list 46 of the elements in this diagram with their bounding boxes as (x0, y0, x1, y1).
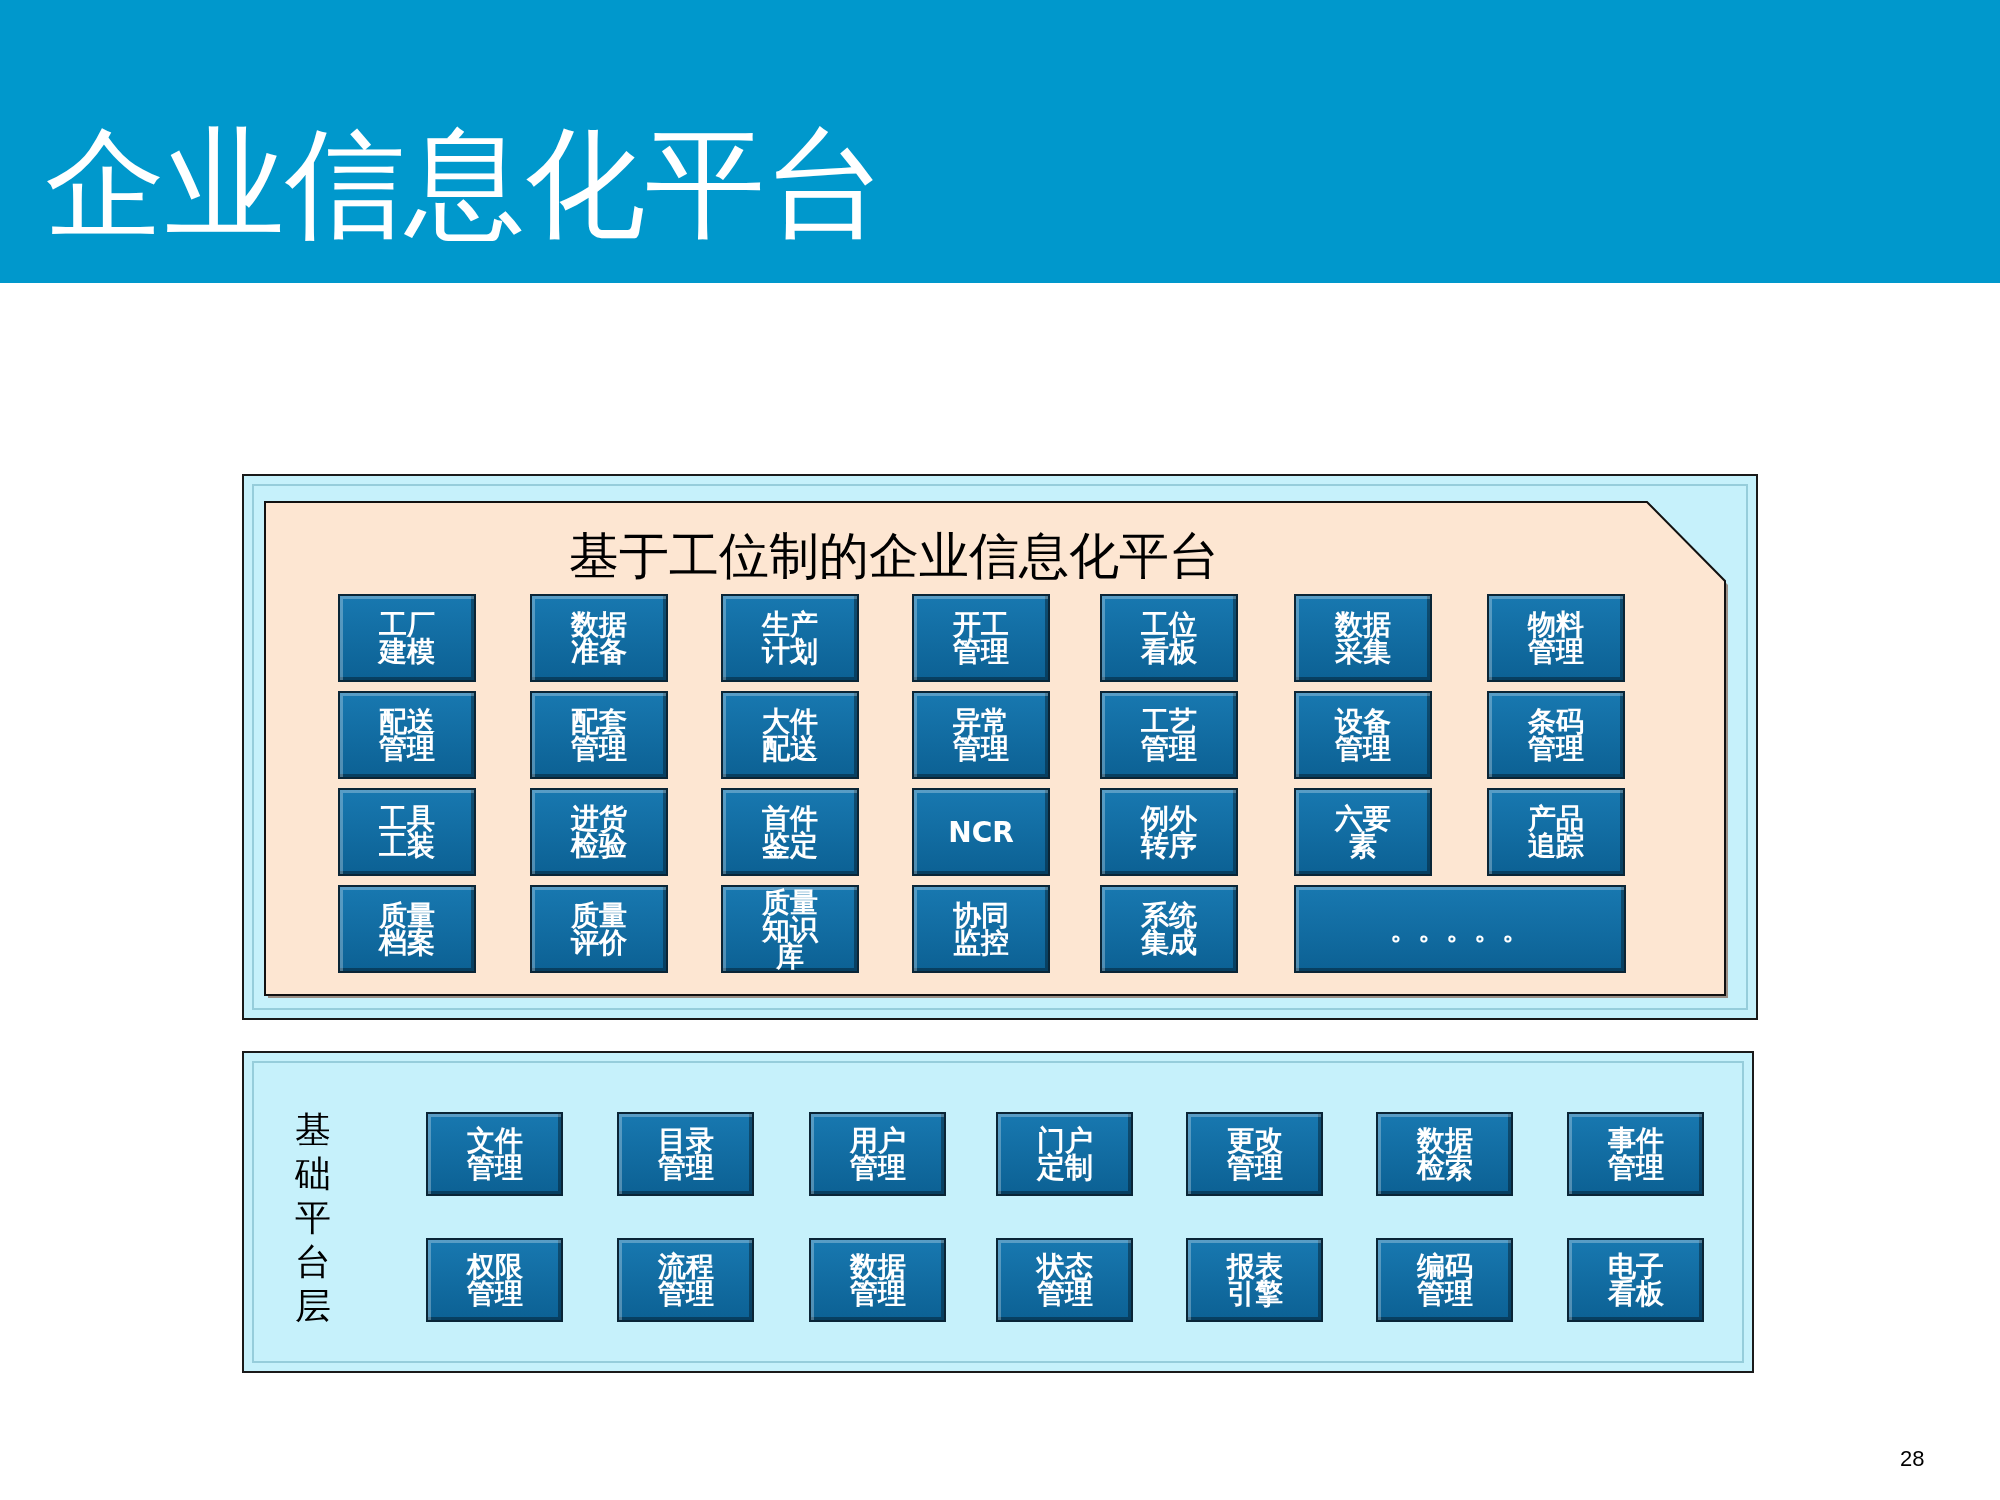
module-tile: NCR (912, 788, 1050, 876)
module-tile: 系统集成 (1100, 885, 1238, 973)
module-tile: 更改管理 (1186, 1112, 1323, 1196)
module-tile: 异常管理 (912, 691, 1050, 779)
module-tile: 质量评价 (530, 885, 668, 973)
module-tile: 物料管理 (1487, 594, 1625, 682)
module-tile: 目录管理 (617, 1112, 754, 1196)
module-tile: 产品追踪 (1487, 788, 1625, 876)
module-tile: 六要素 (1294, 788, 1432, 876)
layer-title: 基础平台层 (295, 1108, 331, 1328)
module-tile: 质量知识库 (721, 885, 859, 973)
platform-layer-panel (242, 1051, 1754, 1373)
module-tile: 权限管理 (426, 1238, 563, 1322)
slide-title: 企业信息化平台 (45, 124, 885, 244)
module-tile: 数据准备 (530, 594, 668, 682)
module-tile: 流程管理 (617, 1238, 754, 1322)
module-tile: 开工管理 (912, 594, 1050, 682)
module-tile: 工位看板 (1100, 594, 1238, 682)
module-tile: 门户定制 (996, 1112, 1133, 1196)
module-tile: 文件管理 (426, 1112, 563, 1196)
module-tile: 质量档案 (338, 885, 476, 973)
module-tile: 配送管理 (338, 691, 476, 779)
module-tile: 条码管理 (1487, 691, 1625, 779)
module-tile: 电子看板 (1567, 1238, 1704, 1322)
module-tile: 生产计划 (721, 594, 859, 682)
module-tile: 设备管理 (1294, 691, 1432, 779)
module-tile: 进货检验 (530, 788, 668, 876)
panel-title: 基于工位制的企业信息化平台 (569, 531, 1219, 581)
module-tile: 首件鉴定 (721, 788, 859, 876)
module-tile: 工具工装 (338, 788, 476, 876)
module-tile: 工厂建模 (338, 594, 476, 682)
module-tile: 。。。。。 (1294, 885, 1626, 973)
module-tile: 配套管理 (530, 691, 668, 779)
module-tile: 数据检索 (1376, 1112, 1513, 1196)
page-number: 28 (1900, 1448, 1925, 1470)
module-tile: 用户管理 (809, 1112, 946, 1196)
module-tile: 数据管理 (809, 1238, 946, 1322)
module-tile: 数据采集 (1294, 594, 1432, 682)
module-tile: 协同监控 (912, 885, 1050, 973)
module-tile: 例外转序 (1100, 788, 1238, 876)
module-tile: 事件管理 (1567, 1112, 1704, 1196)
module-tile: 大件配送 (721, 691, 859, 779)
module-tile: 工艺管理 (1100, 691, 1238, 779)
module-tile: 报表引擎 (1186, 1238, 1323, 1322)
module-tile: 编码管理 (1376, 1238, 1513, 1322)
module-tile: 状态管理 (996, 1238, 1133, 1322)
